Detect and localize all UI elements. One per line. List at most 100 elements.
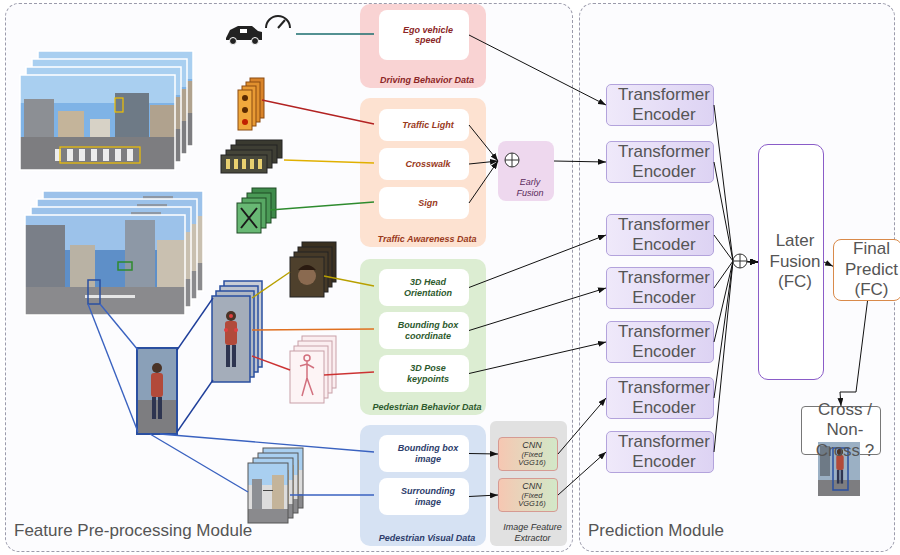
car-icon	[226, 26, 262, 45]
sum-symbol	[505, 153, 519, 167]
node-label: Final Predict (FC)	[837, 239, 898, 300]
illustration-circle	[242, 107, 248, 113]
illustration-line	[177, 380, 213, 432]
cnn-box: CNN(Fixed VGG16)	[498, 478, 558, 512]
predict-box: Final Predict (FC)	[833, 239, 900, 301]
connector-arrow	[714, 261, 758, 398]
node-label: 3D Head Orientation	[382, 277, 466, 298]
data-group: Pedestrian Behavior Data 3D Head Orientat…	[360, 259, 486, 415]
illustration-rect	[226, 159, 230, 169]
illustration-g	[818, 442, 860, 496]
illustration-use	[248, 463, 288, 523]
node-label: Sign	[410, 198, 438, 208]
group-label: Pedestrian Visual Data	[360, 533, 486, 543]
feature-box: Bounding box coordinate	[379, 312, 469, 349]
node-label: Transformer Encoder	[610, 322, 710, 363]
illustration-line	[160, 434, 374, 452]
feature-box: Crosswalk	[379, 148, 469, 180]
connector-arrow	[469, 495, 498, 497]
illustration-rect	[137, 400, 177, 434]
illustration-rect	[118, 262, 132, 270]
extractor-group: Image Feature ExtractorCNN(Fixed VGG16)C…	[490, 421, 567, 546]
illustration-rect	[238, 90, 252, 130]
feature-box: Surrounding image	[379, 478, 469, 515]
illustration-g	[221, 140, 282, 173]
illustration-g	[226, 159, 262, 169]
illustration-line	[324, 276, 374, 286]
node-label: Transformer Encoder	[610, 142, 710, 183]
illustration-line	[177, 298, 213, 350]
connector-arrow	[714, 261, 758, 342]
illustration-circle	[242, 119, 248, 125]
illustration-rect	[833, 448, 848, 490]
data-group: Driving Behavior Data Ego vehicle speed	[360, 4, 486, 88]
node-label: Bounding box coordinate	[382, 320, 466, 341]
illustration-use	[225, 311, 237, 367]
illustration-rect	[221, 155, 267, 173]
encoder-box: Transformer Encoder	[606, 431, 714, 473]
connector-arrow	[469, 453, 498, 455]
connector-arrow	[469, 125, 498, 161]
node-label: CNN	[514, 481, 542, 491]
node-label: Bounding box image	[382, 443, 466, 464]
illustration-line	[262, 100, 374, 124]
encoder-box: Transformer Encoder	[606, 267, 714, 309]
illustration-rect	[60, 147, 140, 163]
illustration-circle	[242, 95, 248, 101]
illustration-line	[296, 33, 374, 34]
connector-arrow	[714, 162, 758, 262]
cnn-box: CNN(Fixed VGG16)	[498, 437, 558, 471]
illustration-circle	[234, 328, 238, 332]
connector-arrow	[558, 398, 606, 454]
illustration-line	[324, 372, 374, 375]
connector-arrow	[469, 161, 498, 203]
illustration-line	[100, 304, 138, 350]
group-label: Prediction Module	[580, 521, 894, 541]
illustration-rect	[115, 98, 123, 112]
node-label: Surrounding image	[382, 486, 466, 507]
illustration-line	[252, 329, 374, 330]
illustration-path	[266, 16, 290, 28]
illustration-rect	[234, 159, 238, 169]
illustration-line	[252, 356, 290, 370]
illustration-rect	[240, 29, 247, 33]
illustration-rect	[263, 490, 273, 491]
output-box: Cross / Non-Cross ?	[801, 406, 881, 455]
illustration-g	[290, 336, 336, 403]
encoder-box: Transformer Encoder	[606, 377, 714, 419]
connector-arrow	[469, 342, 606, 374]
illustration-path	[505, 153, 519, 167]
node-label: CNN	[514, 440, 542, 450]
illustration-rect	[237, 203, 261, 233]
illustration-circle	[304, 355, 310, 361]
illustration-line	[290, 494, 374, 495]
speedometer-icon	[266, 16, 290, 28]
group-label: Driving Behavior Data	[360, 75, 486, 85]
illustration-rect	[212, 296, 250, 382]
group-label: Early Fusion	[498, 177, 554, 198]
illustration-line	[150, 434, 248, 492]
illustration-rect	[242, 159, 246, 169]
node-label: Transformer Encoder	[610, 378, 710, 419]
illustration-line	[270, 202, 374, 210]
connector-arrow	[554, 161, 606, 162]
connector-arrow	[469, 161, 498, 164]
feature-box: Ego vehicle speed	[379, 10, 469, 60]
illustration-circle	[229, 314, 233, 318]
illustration-g	[88, 34, 374, 495]
illustration-rect	[290, 257, 324, 297]
illustration-g	[60, 98, 140, 163]
illustration-g	[300, 355, 314, 396]
illustration-rect	[137, 348, 177, 434]
illustration-circle	[252, 38, 259, 45]
node-label: 3D Pose keypoints	[382, 363, 466, 384]
illustration-rect	[88, 280, 100, 304]
connector-arrow	[558, 452, 606, 495]
illustration-use	[836, 449, 843, 484]
illustration-rect	[137, 348, 177, 434]
node-label: Crosswalk	[397, 159, 450, 169]
illustration-path	[733, 254, 747, 268]
data-group: Traffic Awareness DataTraffic LightCross…	[360, 98, 486, 247]
node-label: Traffic Light	[394, 120, 454, 130]
group-label: Pedestrian Behavior Data	[360, 402, 486, 412]
